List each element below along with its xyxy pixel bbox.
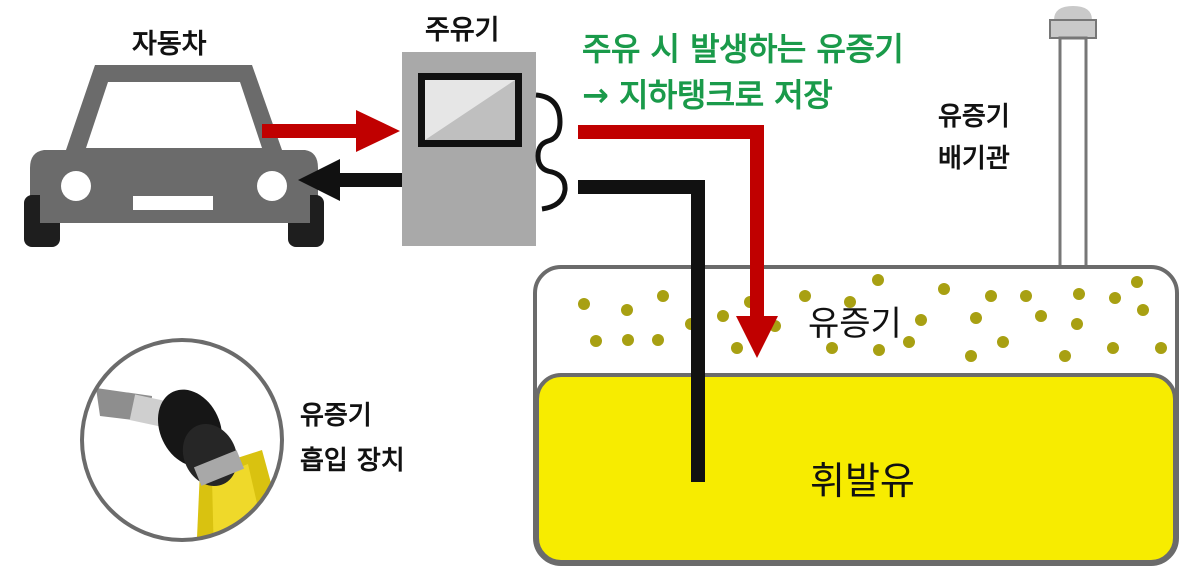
fuel-supply-line: [578, 180, 705, 482]
vapor-particles: [578, 274, 1167, 362]
car-label: 자동차: [132, 29, 207, 60]
device-label-line-1: 유증기: [300, 401, 372, 431]
vent-label-line-2: 배기관: [938, 144, 1010, 174]
tank-vapor-label: 유증기: [808, 304, 902, 344]
headline-line-2: → 지하탱크로 저장: [582, 76, 833, 114]
vapor-recovery-nozzle-photo: [80, 338, 284, 542]
device-label-line-2: 흡입 장치: [300, 446, 405, 476]
tank-fuel-label: 휘발유: [810, 459, 915, 503]
fuel-to-car-arrow: [298, 159, 402, 201]
car-icon: [24, 65, 324, 247]
headline-line-1: 주유 시 발생하는 유증기: [582, 30, 904, 68]
vent-pipe-icon: [1049, 6, 1097, 272]
vent-label-line-1: 유증기: [938, 102, 1010, 132]
pump-label: 주유기: [425, 15, 500, 46]
vapor-to-pump-arrow: [262, 110, 400, 152]
fuel-pump-icon: [402, 52, 568, 246]
vapor-return-line: [578, 125, 778, 358]
